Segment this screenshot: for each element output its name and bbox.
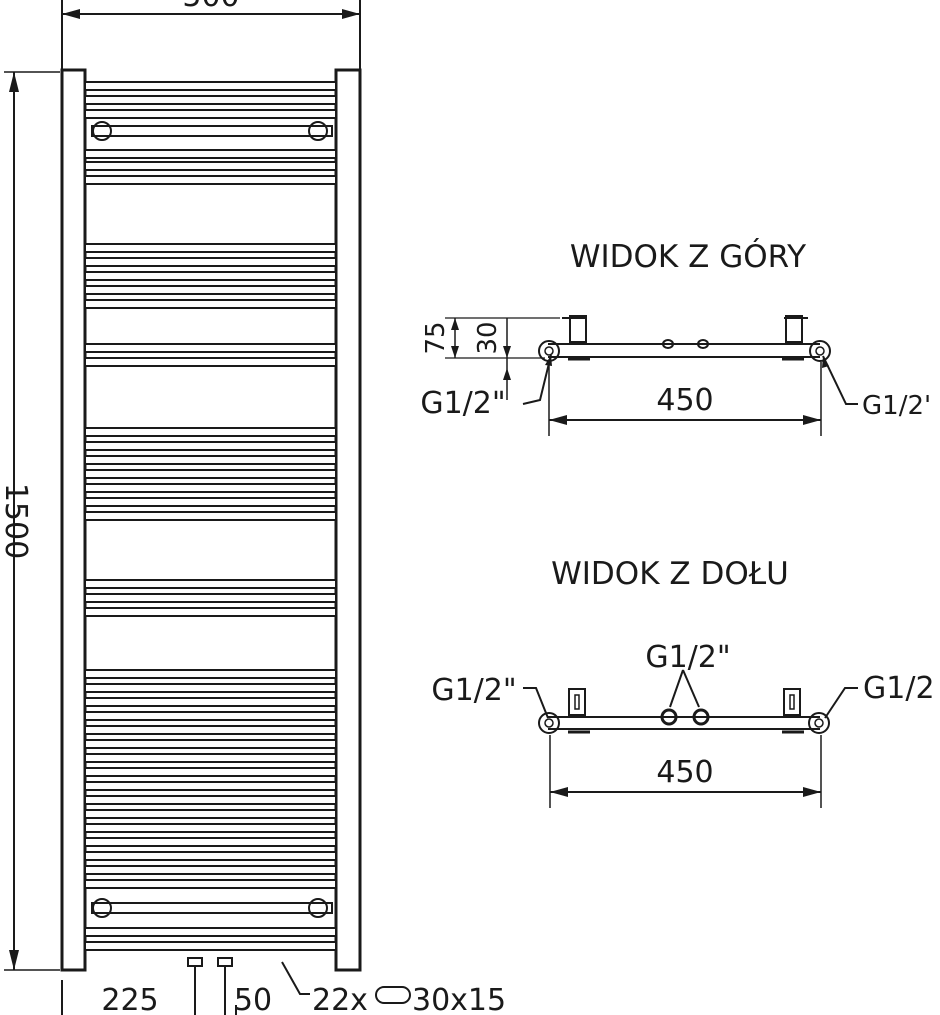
rung-1 [84, 81, 337, 91]
rung-27 [84, 711, 337, 721]
towel-bar-bottom [91, 898, 333, 918]
bottom-left-port: G1/2" [431, 673, 516, 708]
rung-9 [84, 271, 337, 281]
front-view: 500 1500 [0, 0, 506, 1015]
bottom-left-dim: 225 [101, 983, 158, 1015]
rung-4 [84, 149, 337, 159]
rung-14 [84, 427, 337, 437]
top-right-port: G1/2' [862, 391, 931, 421]
rung-30 [84, 753, 337, 763]
top-span-label: 450 [656, 383, 713, 418]
rungs [84, 81, 337, 951]
rung-6 [84, 175, 337, 185]
rung-37 [84, 851, 337, 861]
width-label: 500 [182, 0, 239, 14]
depth-inner-label: 30 [473, 321, 503, 354]
height-arrow-top [9, 72, 19, 92]
rung-12 [84, 343, 337, 353]
rung-40 [84, 927, 337, 937]
depth-outer-label: 75 [421, 321, 451, 354]
oval-profile-icon [375, 986, 411, 1004]
rung-19 [84, 497, 337, 507]
rung-35 [84, 823, 337, 833]
rung-20 [84, 511, 337, 521]
bottom-span-label: 450 [656, 755, 713, 790]
width-arrow-right [342, 9, 360, 19]
rung-10 [84, 285, 337, 295]
bottom-mid-dim: 50 [234, 983, 272, 1015]
bottom-view-title: WIDOK Z DOŁU [551, 556, 789, 592]
right-column [334, 68, 362, 972]
rung-31 [84, 767, 337, 777]
rung-24 [84, 669, 337, 679]
top-view-title: WIDOK Z GÓRY [570, 238, 806, 275]
rung-33 [84, 795, 337, 805]
height-arrow-bottom [9, 950, 19, 970]
towel-bar-top [91, 121, 333, 141]
rung-39 [84, 879, 337, 889]
rung-13 [84, 357, 337, 367]
rung-3 [84, 109, 337, 119]
rung-34 [84, 809, 337, 819]
rung-22 [84, 593, 337, 603]
rung-38 [84, 865, 337, 875]
rung-7 [84, 243, 337, 253]
rung-5 [84, 161, 337, 171]
rung-26 [84, 697, 337, 707]
rung-41 [84, 941, 337, 951]
rung-11 [84, 299, 337, 309]
rung-36 [84, 837, 337, 847]
height-label: 1500 [0, 483, 33, 559]
left-column [60, 68, 87, 972]
rung-32 [84, 781, 337, 791]
rung-21 [84, 579, 337, 589]
bottom-center-port: G1/2" [645, 640, 730, 675]
rung-18 [84, 483, 337, 493]
top-view: WIDOK Z GÓRY 75 30 G1/2" G1/2' [420, 238, 931, 436]
width-arrow-left [62, 9, 80, 19]
rung-17 [84, 469, 337, 479]
rung-16 [84, 455, 337, 465]
rung-23 [84, 607, 337, 617]
rung-28 [84, 725, 337, 735]
rung-25 [84, 683, 337, 693]
bottom-note: 22x [312, 983, 368, 1015]
rung-29 [84, 739, 337, 749]
bottom-view: WIDOK Z DOŁU G1/2" G1/2" G1/2 450 [431, 556, 935, 808]
rung-8 [84, 257, 337, 267]
rung-15 [84, 441, 337, 451]
bottom-right-port: G1/2 [863, 671, 935, 706]
bottom-connectors [61, 957, 310, 1015]
rung-2 [84, 95, 337, 105]
top-left-port: G1/2" [420, 386, 505, 421]
bottom-note-tail: 30x15 [412, 983, 506, 1015]
